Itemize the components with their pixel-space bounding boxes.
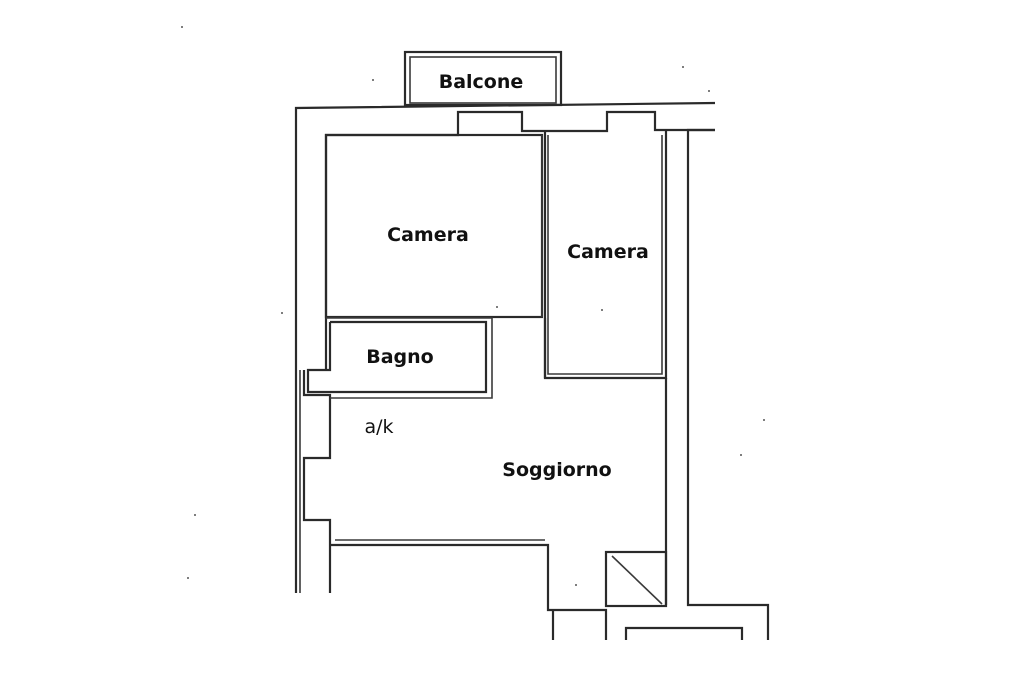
bedroom-right-label: Camera — [567, 241, 649, 263]
bedroom-left-label: Camera — [387, 224, 469, 246]
bathroom — [306, 317, 493, 399]
outer-walls — [294, 101, 716, 593]
kitchenette-label: a/k — [364, 416, 393, 438]
right-corridor — [624, 128, 770, 640]
shaft-box — [604, 550, 668, 608]
scan-noise — [181, 26, 765, 586]
balcony-label: Balcone — [439, 71, 524, 93]
bathroom-label: Bagno — [366, 346, 433, 368]
bedroom-left — [324, 133, 544, 319]
bedroom-right — [543, 131, 668, 380]
living-room-label: Soggiorno — [502, 459, 611, 481]
